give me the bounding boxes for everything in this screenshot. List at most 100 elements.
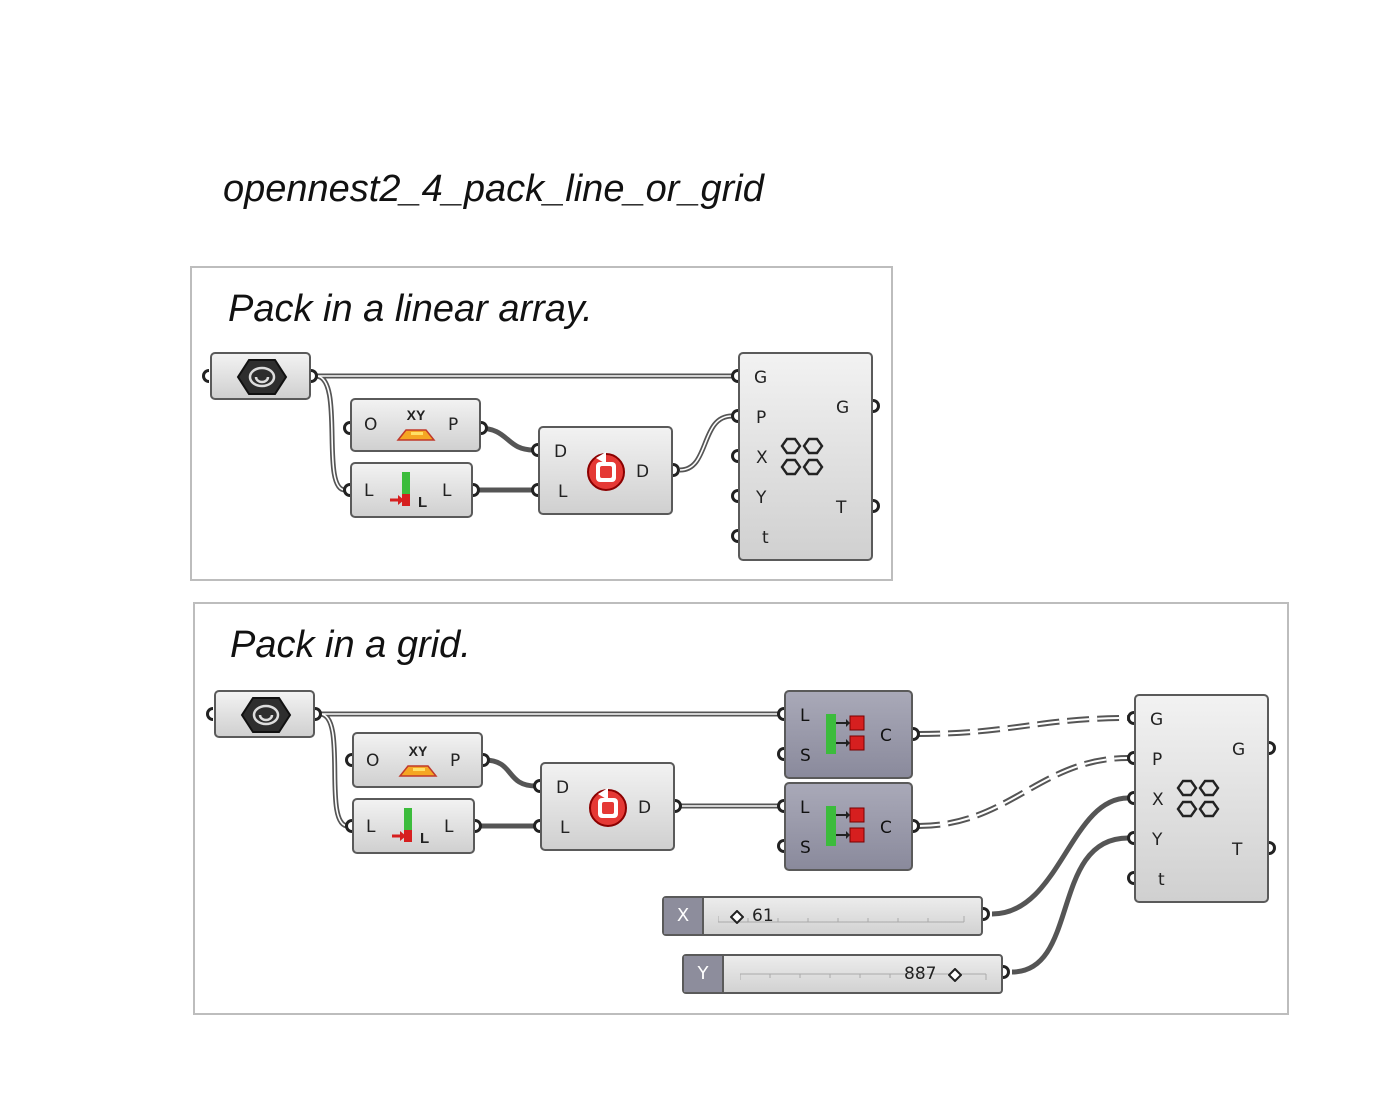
pack-circles-icon [780, 437, 824, 476]
input-grip[interactable] [777, 799, 784, 813]
partition-list-node[interactable]: L S C [784, 782, 913, 871]
partition-list-icon [826, 806, 865, 846]
output-grip[interactable] [873, 399, 880, 413]
geometry-hexagon-icon [240, 697, 292, 733]
output-grip[interactable] [673, 463, 680, 477]
output-grip[interactable] [1269, 741, 1276, 755]
geometry-param-node[interactable] [210, 352, 311, 400]
input-grip[interactable] [1127, 831, 1134, 845]
pack-input-t: t [762, 528, 769, 548]
slider-grip-diamond-icon[interactable] [730, 910, 744, 924]
output-grip[interactable] [1269, 841, 1276, 855]
input-grip[interactable] [731, 529, 738, 543]
svg-text:L: L [420, 830, 429, 847]
series-loop-icon [587, 452, 625, 491]
input-grip[interactable] [531, 443, 538, 457]
input-grip[interactable] [202, 369, 209, 383]
y-number-slider[interactable]: Y 887 [682, 954, 1003, 994]
series-input-d: D [554, 442, 568, 462]
partition-list-icon [826, 714, 865, 754]
xy-plane-icon: XY [396, 407, 436, 441]
list-length-node[interactable]: L L L [352, 798, 475, 854]
pack-output-g: G [836, 398, 850, 418]
input-grip[interactable] [731, 449, 738, 463]
x-slider-value: 61 [752, 906, 774, 926]
input-grip[interactable] [1127, 751, 1134, 765]
output-grip[interactable] [1003, 965, 1010, 979]
partition-output-c: C [880, 818, 892, 838]
list-length-icon: L [390, 472, 427, 511]
output-grip[interactable] [873, 499, 880, 513]
output-grip[interactable] [913, 819, 920, 833]
slider-grip-diamond-icon[interactable] [948, 968, 962, 982]
input-grip[interactable] [533, 779, 540, 793]
series-output-d: D [638, 798, 652, 818]
partition-list-node[interactable]: L S C [784, 690, 913, 779]
input-grip[interactable] [777, 707, 784, 721]
input-grip[interactable] [343, 483, 350, 497]
svg-text:XY: XY [409, 743, 428, 759]
xy-plane-node[interactable]: O XY P [350, 398, 481, 452]
plane-output-label: P [448, 415, 459, 435]
group-title-grid: Pack in a grid. [230, 624, 471, 666]
input-grip[interactable] [731, 369, 738, 383]
series-node[interactable]: D L D [538, 426, 673, 515]
input-grip[interactable] [731, 489, 738, 503]
pack-output-t: T [1232, 840, 1243, 860]
list-length-icon: L [392, 808, 429, 847]
pack-input-x: X [756, 448, 768, 468]
series-input-l: L [558, 482, 568, 502]
pack-output-t: T [836, 498, 847, 518]
input-grip[interactable] [731, 409, 738, 423]
pack-input-t: t [1158, 870, 1165, 890]
page-title: opennest2_4_pack_line_or_grid [223, 168, 764, 210]
input-grip[interactable] [206, 707, 213, 721]
output-grip[interactable] [675, 799, 682, 813]
x-slider-label: X [664, 898, 704, 934]
pack-node[interactable]: G P X Y t G T [1134, 694, 1269, 903]
slider-track [740, 973, 987, 980]
output-grip[interactable] [481, 421, 488, 435]
list-output-label: L [442, 481, 452, 501]
output-grip[interactable] [483, 753, 490, 767]
output-grip[interactable] [311, 369, 318, 383]
x-number-slider[interactable]: X 61 [662, 896, 983, 936]
input-grip[interactable] [1127, 871, 1134, 885]
series-node[interactable]: D L D [540, 762, 675, 851]
input-grip[interactable] [1127, 791, 1134, 805]
list-input-label: L [366, 817, 376, 837]
plane-input-label: O [366, 751, 380, 771]
partition-input-s: S [800, 838, 811, 858]
input-grip[interactable] [1127, 711, 1134, 725]
output-grip[interactable] [983, 907, 990, 921]
plane-input-label: O [364, 415, 378, 435]
input-grip[interactable] [343, 421, 350, 435]
pack-input-y: Y [1152, 830, 1163, 850]
series-input-d: D [556, 778, 570, 798]
output-grip[interactable] [315, 707, 322, 721]
list-length-node[interactable]: L L L [350, 462, 473, 518]
geometry-param-node[interactable] [214, 690, 315, 738]
pack-input-p: P [756, 408, 767, 428]
input-grip[interactable] [777, 747, 784, 761]
input-grip[interactable] [531, 483, 538, 497]
pack-node[interactable]: G P X Y t G T [738, 352, 873, 561]
output-grip[interactable] [473, 483, 480, 497]
pack-input-x: X [1152, 790, 1164, 810]
svg-text:L: L [418, 494, 427, 511]
output-grip[interactable] [913, 727, 920, 741]
partition-input-l: L [800, 798, 810, 818]
partition-output-c: C [880, 726, 892, 746]
output-grip[interactable] [475, 819, 482, 833]
xy-plane-icon: XY [398, 743, 438, 777]
partition-input-s: S [800, 746, 811, 766]
input-grip[interactable] [777, 839, 784, 853]
input-grip[interactable] [533, 819, 540, 833]
partition-input-l: L [800, 706, 810, 726]
input-grip[interactable] [345, 753, 352, 767]
xy-plane-node[interactable]: O XY P [352, 732, 483, 788]
pack-input-g: G [1150, 710, 1164, 730]
input-grip[interactable] [345, 819, 352, 833]
pack-input-g: G [754, 368, 768, 388]
geometry-hexagon-icon [236, 359, 288, 395]
